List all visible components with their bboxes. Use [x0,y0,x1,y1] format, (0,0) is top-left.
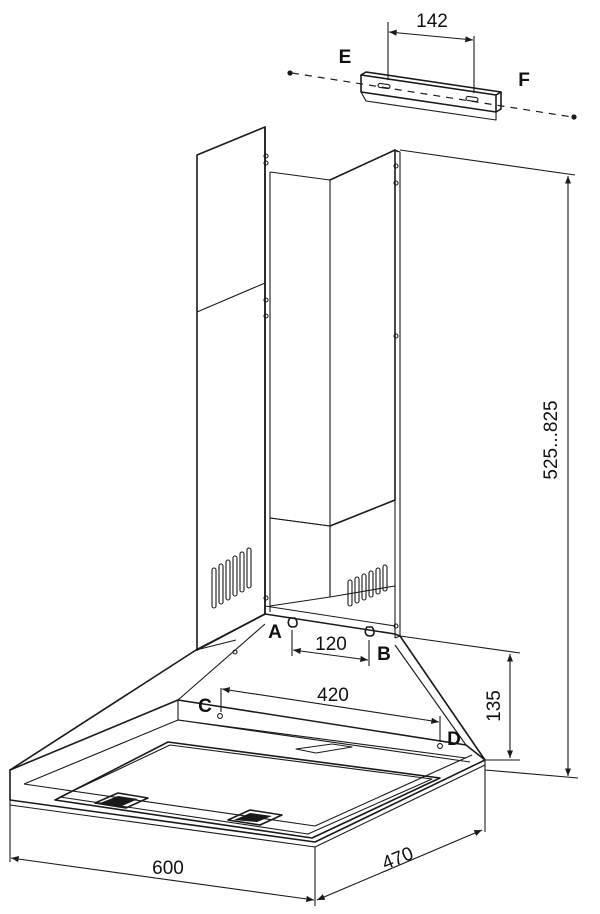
mounting-holes: A B C D [198,617,461,750]
hole-d-icon [437,743,443,749]
hole-b-icon [364,626,375,637]
dimension-525-825: 525...825 [399,149,579,779]
filter-handle-left-icon [94,792,149,809]
dimension-470: 470 [316,765,486,901]
vent-slots-left [211,547,252,609]
label-e: E [339,47,352,68]
screw-axis-line [291,72,573,118]
grease-filter [54,741,441,839]
light-panel [295,743,353,754]
dimension-420: 420 [220,685,441,742]
dimension-120: 120 [291,630,370,666]
chimney-outer-front [196,126,266,651]
dimension-135-label: 135 [484,690,505,722]
dimension-600: 600 [9,805,316,906]
label-b: B [377,644,391,665]
dimension-142-line [388,29,474,43]
wall-bracket-assembly: 142 E F [287,11,577,121]
dimension-525-825-label: 525...825 [541,400,562,479]
hood-right-slope [399,635,486,761]
label-f: F [518,70,530,91]
bracket [360,71,502,121]
dimension-420-label: 420 [317,685,349,706]
hole-c-icon [217,713,223,719]
dimension-120-label: 120 [315,634,347,655]
label-d: D [447,729,461,750]
vent-slots-right [347,564,388,607]
hood-body [9,613,486,848]
hole-a-icon [287,617,298,628]
chimney-inner-right-face [329,149,396,527]
screw-right-icon [571,114,577,120]
label-a: A [268,622,282,643]
hood-left-slope [9,613,266,771]
dimension-470-label: 470 [379,843,416,874]
label-c: C [198,696,212,717]
dimension-142-label: 142 [416,11,448,32]
chimney-outer-seam [196,282,266,313]
dimension-135: 135 [399,635,521,761]
filter-handle-right-icon [227,809,283,826]
screw-left-icon [287,70,293,76]
dimension-600-label: 600 [152,858,184,879]
chimney [196,126,401,651]
